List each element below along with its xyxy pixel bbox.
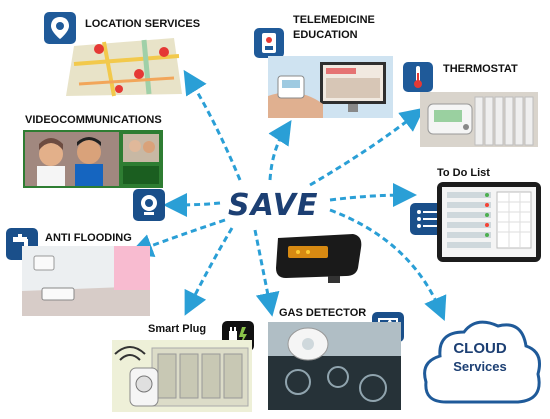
video-call-image <box>23 130 163 188</box>
videocommunications-label: VIDEOCOMMUNICATIONS <box>25 114 162 126</box>
todo-tablet-image <box>437 182 541 262</box>
cloud-shape <box>418 312 546 412</box>
arrow-to-flooding <box>128 218 226 258</box>
medical-device-icon <box>254 28 284 58</box>
arrow-to-location <box>183 69 242 181</box>
thermostat-label: THERMOSTAT <box>443 63 518 75</box>
arrow-to-plug <box>184 227 234 316</box>
gas-detector-image <box>268 322 401 410</box>
thermometer-icon <box>403 62 433 92</box>
telemedicine-image <box>268 56 393 118</box>
telemedicine-label-line2: EDUCATION <box>293 29 358 41</box>
smart-plug-label: Smart Plug <box>148 323 207 335</box>
arrow-to-telemedicine <box>268 119 292 181</box>
gas-detector-label: GAS DETECTOR <box>279 307 367 319</box>
center-title: SAVE <box>228 188 319 223</box>
telemedicine-label-line1: TELEMEDICINE <box>293 14 375 26</box>
thermostat-image <box>420 92 538 147</box>
todo-list-label: To Do List <box>437 167 490 179</box>
arrow-to-thermostat <box>309 107 425 187</box>
cloud-label-line1: CLOUD <box>453 340 507 357</box>
location-services-label: LOCATION SERVICES <box>85 18 201 30</box>
anti-flooding-label: ANTI FLOODING <box>45 232 132 244</box>
map-image <box>64 34 184 100</box>
flood-sensor-image <box>22 246 150 316</box>
arrow-to-cloud <box>329 208 447 322</box>
arrow-to-todo <box>329 183 417 208</box>
webcam-icon <box>133 189 165 221</box>
location-pin-icon <box>44 12 76 44</box>
smart-plug-image <box>112 340 252 412</box>
router-device-image <box>268 228 368 283</box>
cloud-label-line2: Services <box>453 359 507 374</box>
arrow-to-video <box>163 192 221 217</box>
